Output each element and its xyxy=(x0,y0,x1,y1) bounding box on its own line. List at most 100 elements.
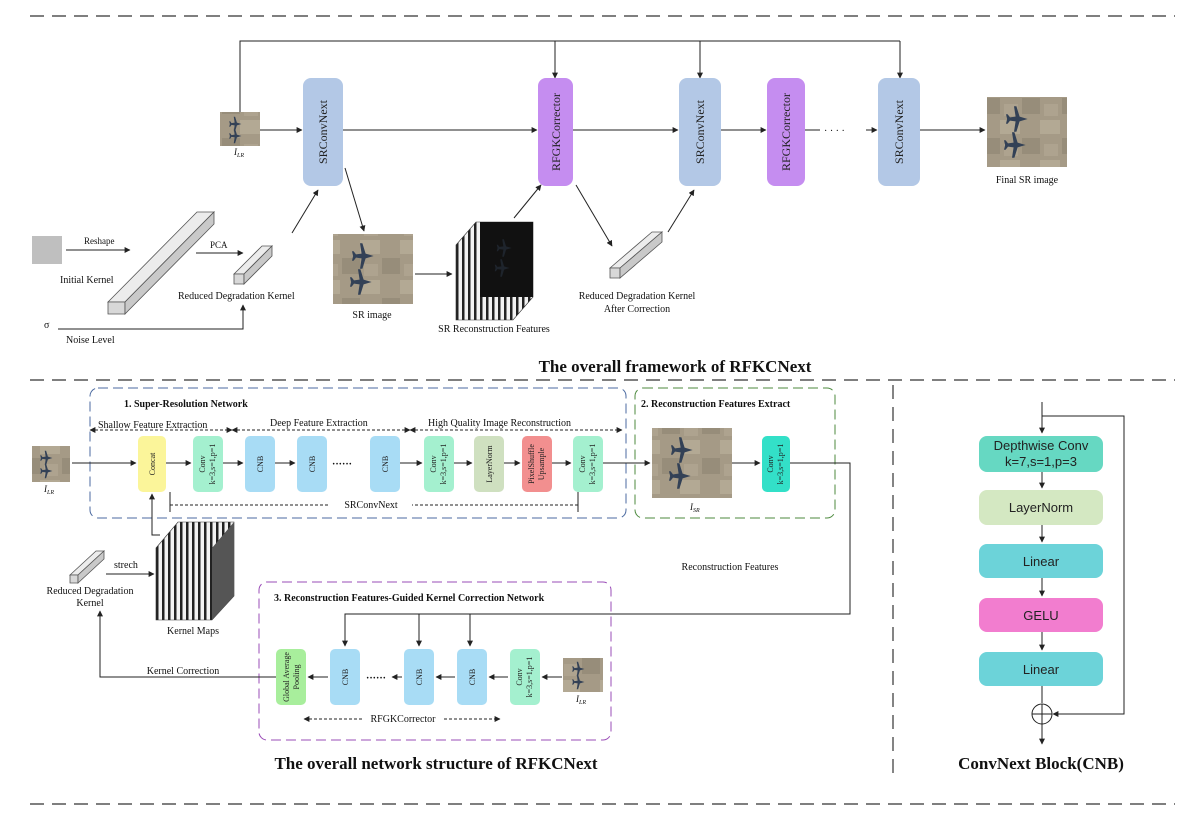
lr-input-image-correction xyxy=(563,658,603,692)
conv-extract-label: Conv xyxy=(766,455,775,472)
network-title: The overall network structure of RFKCNex… xyxy=(274,754,597,773)
cnb-title: ConvNext Block(CNB) xyxy=(958,754,1124,773)
srconvnext-block-3 xyxy=(878,78,920,186)
ilr-label: ILR xyxy=(233,147,244,159)
cnb-label-4: CNB xyxy=(341,669,350,685)
srconvnext-label-1: SRConvNext xyxy=(316,99,330,164)
srconvnext-label-3: SRConvNext xyxy=(892,99,906,164)
pixelshuffle-block xyxy=(522,436,552,492)
noise-level-label: Noise Level xyxy=(66,335,115,346)
kernel-correction-label: Kernel Correction xyxy=(147,666,219,677)
srconvnext-span-label: SRConvNext xyxy=(344,500,398,511)
sr-feature-maps xyxy=(455,221,534,321)
initial-kernel-label: Initial Kernel xyxy=(60,275,114,286)
srconvnext-block-1 xyxy=(303,78,343,186)
final-sr-label: Final SR image xyxy=(996,175,1059,186)
conv-params-2: k=3,s=1,p=1 xyxy=(439,444,448,485)
conv-params-4: k=3,s=1,p=1 xyxy=(525,657,534,698)
cnb-label-2: CNB xyxy=(308,456,317,472)
sec2-title: 2. Reconstruction Features Extract xyxy=(641,399,791,410)
srconvnext-block-2 xyxy=(679,78,721,186)
isr-label: ISR xyxy=(689,502,700,514)
lr-input-image-bottom xyxy=(32,446,70,482)
final-sr-image xyxy=(987,97,1067,167)
gap-label-1: Global Average xyxy=(282,652,291,702)
kernel-maps-label: Kernel Maps xyxy=(167,626,219,637)
srconvnext-label-2: SRConvNext xyxy=(693,99,707,164)
reduced-kernel-bar xyxy=(233,245,273,285)
reshape-label: Reshape xyxy=(84,236,115,246)
reduced-kernel-bar-bottom xyxy=(68,550,106,584)
hq-label: High Quality Image Reconstruction xyxy=(428,418,571,429)
lr-input-image xyxy=(220,112,260,146)
cnb-block-5 xyxy=(404,649,434,705)
conv-block-3 xyxy=(573,436,603,492)
framework-section: ILR · · · · SRConvNext RFGKCorrector SRC… xyxy=(32,40,1067,376)
depthwise-conv-block xyxy=(979,436,1103,472)
cnb-block-2 xyxy=(297,436,327,492)
conv-block-1 xyxy=(193,436,223,492)
kernel-correction-box xyxy=(258,581,612,741)
shallow-label: Shallow Feature Extraction xyxy=(98,420,207,431)
sigma-label: σ xyxy=(44,320,50,331)
cnb-label-1: CNB xyxy=(256,456,265,472)
conv-label-4: Conv xyxy=(515,668,524,685)
cnb-block-1 xyxy=(245,436,275,492)
reduced-kernel-label: Reduced Degradation Kernel xyxy=(178,291,295,302)
conv-label-3: Conv xyxy=(578,455,587,472)
cnb-label-3: CNB xyxy=(381,456,390,472)
gelu-block xyxy=(979,598,1103,632)
cnb-label-5: CNB xyxy=(415,669,424,685)
layernorm-block xyxy=(474,436,504,492)
rfgkcorrector-block-2 xyxy=(767,78,805,186)
concat-label: Concat xyxy=(148,452,157,475)
super-resolution-box xyxy=(89,387,627,519)
isr-image xyxy=(652,428,732,498)
cnb-block-4 xyxy=(330,649,360,705)
cnb-dots-2: ······ xyxy=(366,673,386,684)
conv-label-1: Conv xyxy=(198,455,207,472)
upsample-label: Upsample xyxy=(537,447,546,480)
linear-block-1 xyxy=(979,544,1103,578)
ilr-label-bottom: ILR xyxy=(43,484,54,496)
cnb-section: Depthwise Conv k=7,s=1,p=3 LayerNorm Lin… xyxy=(958,402,1125,773)
reshaped-kernel-bar xyxy=(107,211,215,315)
rfgkcorrector-span-label: RFGKCorrector xyxy=(371,714,437,725)
conv-label-2: Conv xyxy=(429,455,438,472)
pca-label: PCA xyxy=(210,240,228,250)
strech-label: strech xyxy=(114,560,138,571)
linear-label-2: Linear xyxy=(1023,662,1060,677)
reconstruction-extract-box xyxy=(634,387,836,519)
sr-features-label: SR Reconstruction Features xyxy=(438,324,550,335)
depthwise-label-2: k=7,s=1,p=3 xyxy=(1005,454,1077,469)
reduced-after-label-1: Reduced Degradation Kernel xyxy=(579,291,696,302)
conv-block-2 xyxy=(424,436,454,492)
reduced-kernel-bottom-1: Reduced Degradation xyxy=(47,586,134,597)
layernorm-cnb-block xyxy=(979,490,1103,525)
cnb-dots-1: ······ xyxy=(332,459,352,470)
concat-block xyxy=(138,436,166,492)
layernorm-cnb-label: LayerNorm xyxy=(1009,500,1073,515)
reduced-after-label-2: After Correction xyxy=(604,304,670,315)
linear-label-1: Linear xyxy=(1023,554,1060,569)
framework-dots: · · · · xyxy=(824,126,845,137)
ilr-label-correction: ILR xyxy=(575,694,586,706)
recon-features-label: Reconstruction Features xyxy=(682,562,779,573)
rfgkcorrector-label-1: RFGKCorrector xyxy=(549,93,563,171)
conv-params-1: k=3,s=1,p=1 xyxy=(208,444,217,485)
conv-extract-params: k=3,s=1,p=1 xyxy=(776,444,785,485)
rfgkcorrector-block-1 xyxy=(538,78,573,186)
network-section: 1. Super-Resolution Network Shallow Feat… xyxy=(32,387,851,773)
reduced-kernel-corrected-bar xyxy=(608,231,664,279)
cnb-label-6: CNB xyxy=(468,669,477,685)
reduced-kernel-bottom-2: Kernel xyxy=(76,598,103,609)
linear-block-2 xyxy=(979,652,1103,686)
gelu-label: GELU xyxy=(1023,608,1058,623)
layernorm-label: LayerNorm xyxy=(485,445,494,483)
sr-image-label: SR image xyxy=(352,310,392,321)
sec3-title: 3. Reconstruction Features-Guided Kernel… xyxy=(274,593,545,604)
depthwise-label-1: Depthwise Conv xyxy=(994,438,1089,453)
cnb-block-6 xyxy=(457,649,487,705)
conv-params-3: k=3,s=1,p=1 xyxy=(588,444,597,485)
